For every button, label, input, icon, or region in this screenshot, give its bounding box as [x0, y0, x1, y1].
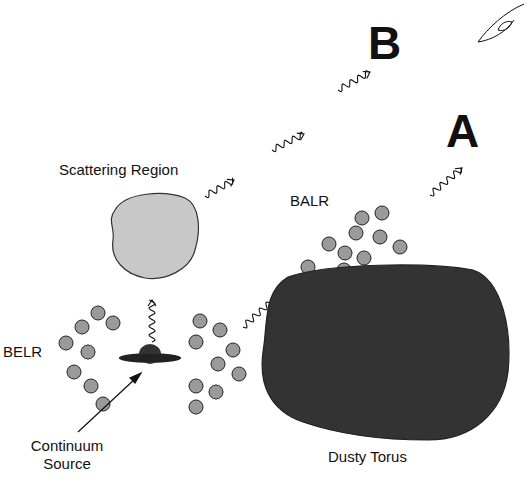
cloud — [209, 385, 223, 399]
wavy-arrow — [205, 178, 233, 198]
cloud — [355, 211, 369, 225]
cloud — [338, 246, 352, 260]
region-label: BELR — [3, 343, 42, 360]
observer-eye — [478, 4, 524, 42]
cloud — [59, 336, 73, 350]
cloud — [91, 306, 105, 320]
cloud — [75, 320, 89, 334]
cloud — [81, 345, 95, 359]
wavy-arrow — [430, 168, 462, 196]
dusty-torus: Dusty Torus — [258, 262, 513, 442]
arrow-head — [297, 133, 304, 140]
arrow-head — [227, 179, 234, 186]
arrow-head — [363, 71, 370, 78]
source-label: Continuum Source — [22, 437, 112, 473]
continuum-source-symbol — [119, 344, 181, 364]
region-label: BALR — [290, 192, 329, 209]
view-letter: B — [368, 20, 401, 66]
scattering-region: Scattering Region — [105, 190, 202, 282]
region-label: Dusty Torus — [328, 448, 407, 465]
cloud — [189, 335, 203, 349]
cloud — [84, 379, 98, 393]
region-label: Scattering Region — [59, 161, 178, 178]
cloud — [393, 240, 407, 254]
cloud — [349, 226, 363, 240]
cloud — [373, 230, 387, 244]
cloud — [189, 379, 203, 393]
wavy-arrow — [272, 132, 302, 152]
cloud — [189, 400, 203, 414]
cloud — [67, 365, 81, 379]
blob-outline — [105, 190, 202, 282]
cloud — [375, 206, 389, 220]
wavy-arrow — [338, 71, 369, 92]
cloud — [226, 343, 240, 357]
cloud — [357, 251, 371, 265]
cloud — [213, 323, 227, 337]
cloud — [193, 314, 207, 328]
cloud — [232, 367, 246, 381]
cloud — [322, 237, 336, 251]
view-letter: A — [446, 108, 479, 154]
cloud — [106, 316, 120, 330]
arrow-head — [148, 300, 156, 306]
wavy-arrow — [149, 300, 155, 342]
cloud — [211, 357, 225, 371]
arrow-head — [455, 168, 462, 175]
blob-outline — [258, 262, 513, 442]
leader-arrow — [78, 373, 141, 432]
